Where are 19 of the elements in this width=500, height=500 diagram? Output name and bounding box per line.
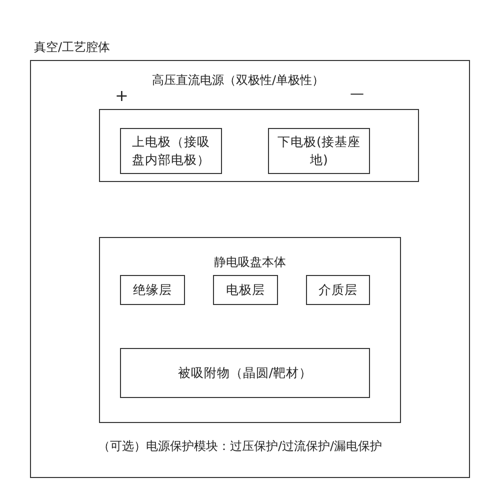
box-label: 上电极（接吸盘内部电极）	[131, 133, 211, 169]
component-box	[306, 275, 370, 305]
box-label: 绝缘层	[132, 281, 173, 299]
chuck-body-box	[99, 237, 401, 423]
box-label: 下电极(接基座地)	[276, 133, 362, 169]
note-text: （可选）电源保护模块：过压保护/过流保护/漏电保护	[98, 438, 382, 455]
component-box	[120, 128, 222, 174]
box-label: 真空/工艺腔体	[34, 39, 110, 56]
box-label: 高压直流电源（双极性/单极性）	[152, 72, 324, 89]
box-label: 静电吸盘本体	[213, 254, 287, 271]
box-label: 电极层	[225, 281, 266, 299]
component-box	[120, 348, 370, 398]
box-label: 被吸附物（晶圆/靶材）	[176, 364, 314, 382]
component-box	[268, 128, 370, 174]
box-label: 介质层	[318, 281, 358, 299]
component-box	[213, 275, 278, 305]
component-box	[120, 275, 185, 305]
negative-terminal-sign: —	[350, 86, 364, 102]
positive-terminal-sign: +	[115, 86, 128, 105]
